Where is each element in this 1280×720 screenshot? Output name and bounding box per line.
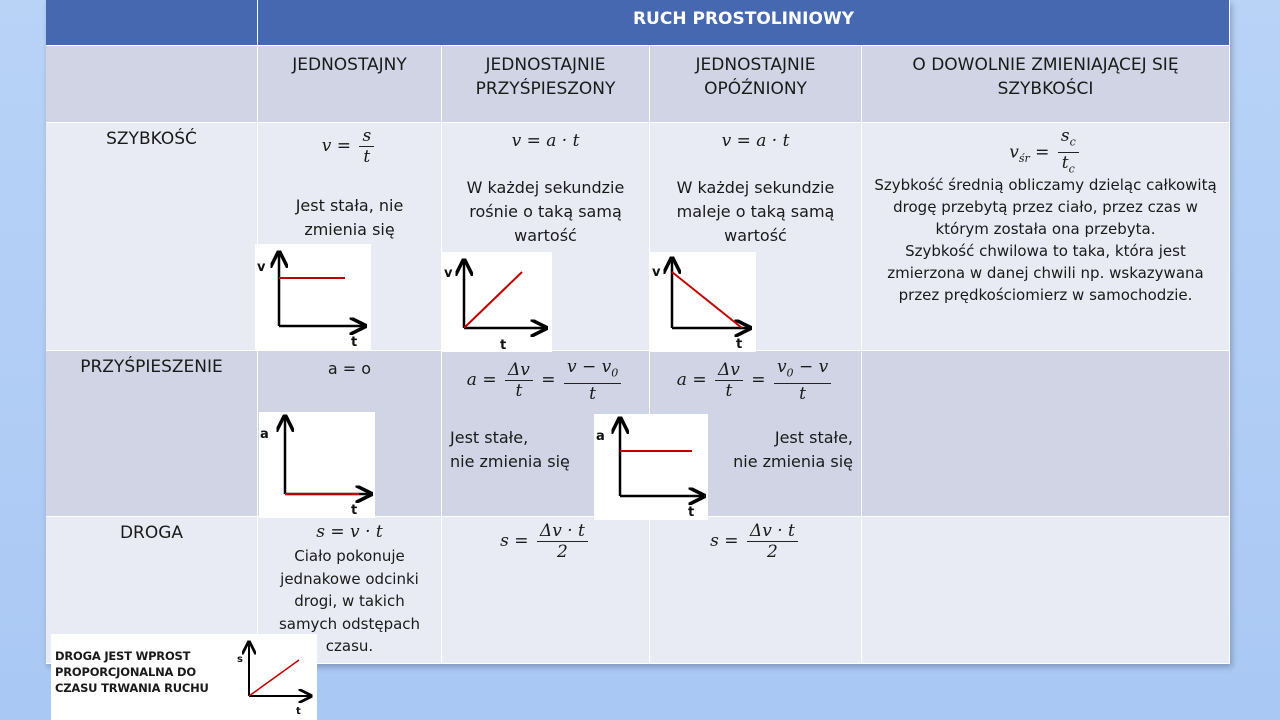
speed-uniform-note: Jest stała, nie zmienia się: [295, 196, 404, 239]
axis-label-v: v: [257, 260, 266, 275]
formula-v-at-decel: v = a · t: [721, 131, 790, 151]
row-label-acceleration: PRZYŚPIESZENIE: [46, 351, 258, 517]
distance-uniform-cell: s = v · t Ciało pokonuje jednakowe odcin…: [258, 517, 442, 664]
accel-uniform-value: a = o: [327, 359, 372, 378]
axis-label-t: t: [351, 335, 357, 350]
formula-v-at: v = a · t: [511, 131, 580, 151]
table-title: RUCH PROSTOLINIOWY: [258, 0, 1230, 46]
graph-v-t-decreasing: v t: [650, 252, 756, 352]
colhead-variable: O DOWOLNIE ZMIENIAJĄCEJ SIĘ SZYBKOŚCI: [862, 46, 1230, 123]
proportional-note: DROGA JEST WPROST PROPORCJONALNA DO CZAS…: [55, 649, 209, 695]
axis-label-t: t: [500, 338, 506, 352]
axis-label-v: v: [652, 265, 661, 280]
axis-label-t: t: [736, 337, 742, 352]
axis-label-t: t: [296, 706, 301, 717]
colhead-corner: [46, 46, 258, 123]
axis-label-s: s: [237, 654, 243, 665]
speed-accel-note: W każdej sekundzie rośnie o taką samą wa…: [466, 178, 625, 245]
graph-s-t-linear: s t: [237, 634, 317, 717]
accel-variable-cell: [862, 351, 1230, 517]
motion-table: RUCH PROSTOLINIOWY JEDNOSTAJNY JEDNOSTAJ…: [46, 0, 1230, 664]
colhead-accelerated: JEDNOSTAJNIE PRZYŚPIESZONY: [442, 46, 650, 123]
distance-proportional-box: DROGA JEST WPROST PROPORCJONALNA DO CZAS…: [51, 634, 317, 720]
graph-a-t-constant: a t: [594, 414, 708, 520]
graph-v-t-constant: v t: [255, 244, 371, 350]
axis-label-a: a: [596, 429, 605, 444]
axis-label-t: t: [688, 505, 694, 520]
accel-decel-note: Jest stałe, nie zmienia się: [733, 428, 853, 471]
axis-label-a: a: [260, 427, 269, 442]
axis-label-v: v: [444, 266, 453, 281]
accel-accel-note: Jest stałe, nie zmienia się: [450, 428, 570, 471]
distance-uniform-note: Ciało pokonuje jednakowe odcinki drogi, …: [278, 547, 421, 655]
axis-label-t: t: [351, 503, 357, 518]
distance-variable-cell: [862, 517, 1230, 664]
speed-decel-note: W każdej sekundzie maleje o taką samą wa…: [676, 178, 835, 245]
header-corner: [46, 0, 258, 46]
colhead-decelerated: JEDNOSTAJNIE OPÓŹNIONY: [650, 46, 862, 123]
graph-v-t-increasing: v t: [442, 252, 552, 352]
speed-variable-note: Szybkość średnią obliczamy dzieląc całko…: [874, 176, 1217, 304]
formula-s-vt: s = v · t: [316, 522, 383, 542]
row-label-speed: SZYBKOŚĆ: [46, 123, 258, 351]
graph-a-t-zero: a t: [259, 412, 375, 518]
colhead-uniform: JEDNOSTAJNY: [258, 46, 442, 123]
